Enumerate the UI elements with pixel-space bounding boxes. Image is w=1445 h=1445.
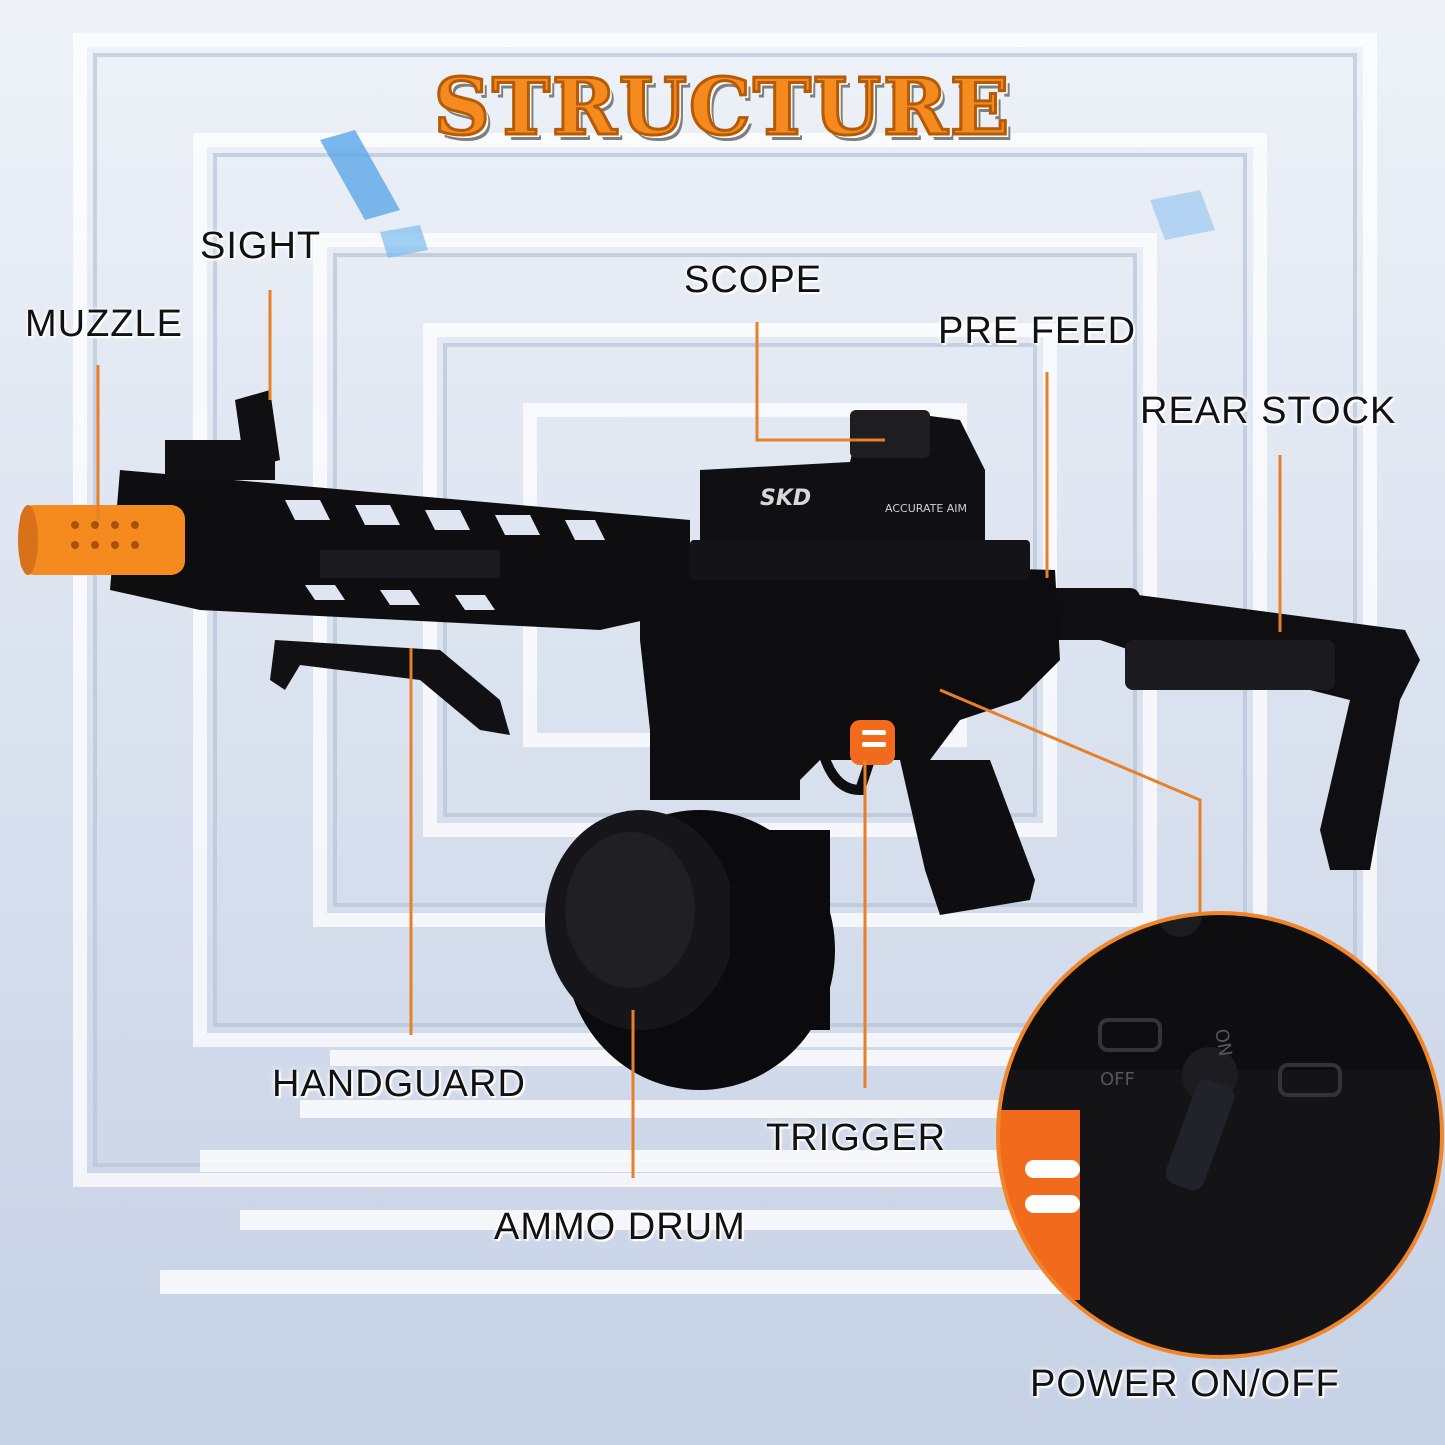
switch-off-text: OFF bbox=[1100, 1069, 1135, 1090]
pistol-grip bbox=[900, 760, 1035, 915]
power-switch-inset: ON OFF bbox=[996, 911, 1444, 1359]
handguard bbox=[110, 470, 690, 630]
foregrip bbox=[270, 640, 510, 735]
label-ammo-drum: AMMO DRUM bbox=[494, 1206, 746, 1248]
label-trigger: TRIGGER bbox=[766, 1117, 947, 1159]
scope-line bbox=[755, 322, 885, 442]
callout-lines bbox=[96, 290, 1282, 1178]
label-scope: SCOPE bbox=[684, 259, 823, 301]
front-sight bbox=[165, 390, 280, 480]
red-dot-scope: SKD ACCURATE AIM bbox=[700, 410, 985, 540]
label-sight: SIGHT bbox=[200, 225, 322, 267]
rear-stock bbox=[1040, 588, 1420, 870]
label-rear-stock: REAR STOCK bbox=[1140, 390, 1397, 432]
ammo-drum-part bbox=[545, 810, 835, 1090]
scope-tagline: ACCURATE AIM bbox=[885, 502, 967, 515]
label-pre-feed: PRE FEED bbox=[938, 310, 1137, 352]
label-power: POWER ON/OFF bbox=[1030, 1363, 1340, 1405]
magazine-well bbox=[650, 700, 800, 800]
label-handguard: HANDGUARD bbox=[272, 1063, 526, 1105]
page-title: STRUCTURE bbox=[432, 61, 1012, 155]
switch-on-text: ON bbox=[1210, 1027, 1235, 1058]
power-line bbox=[939, 688, 1202, 915]
trigger-part bbox=[813, 720, 895, 796]
scope-marking: SKD bbox=[760, 486, 811, 511]
muzzle-tip bbox=[18, 505, 185, 575]
label-muzzle: MUZZLE bbox=[25, 303, 183, 345]
